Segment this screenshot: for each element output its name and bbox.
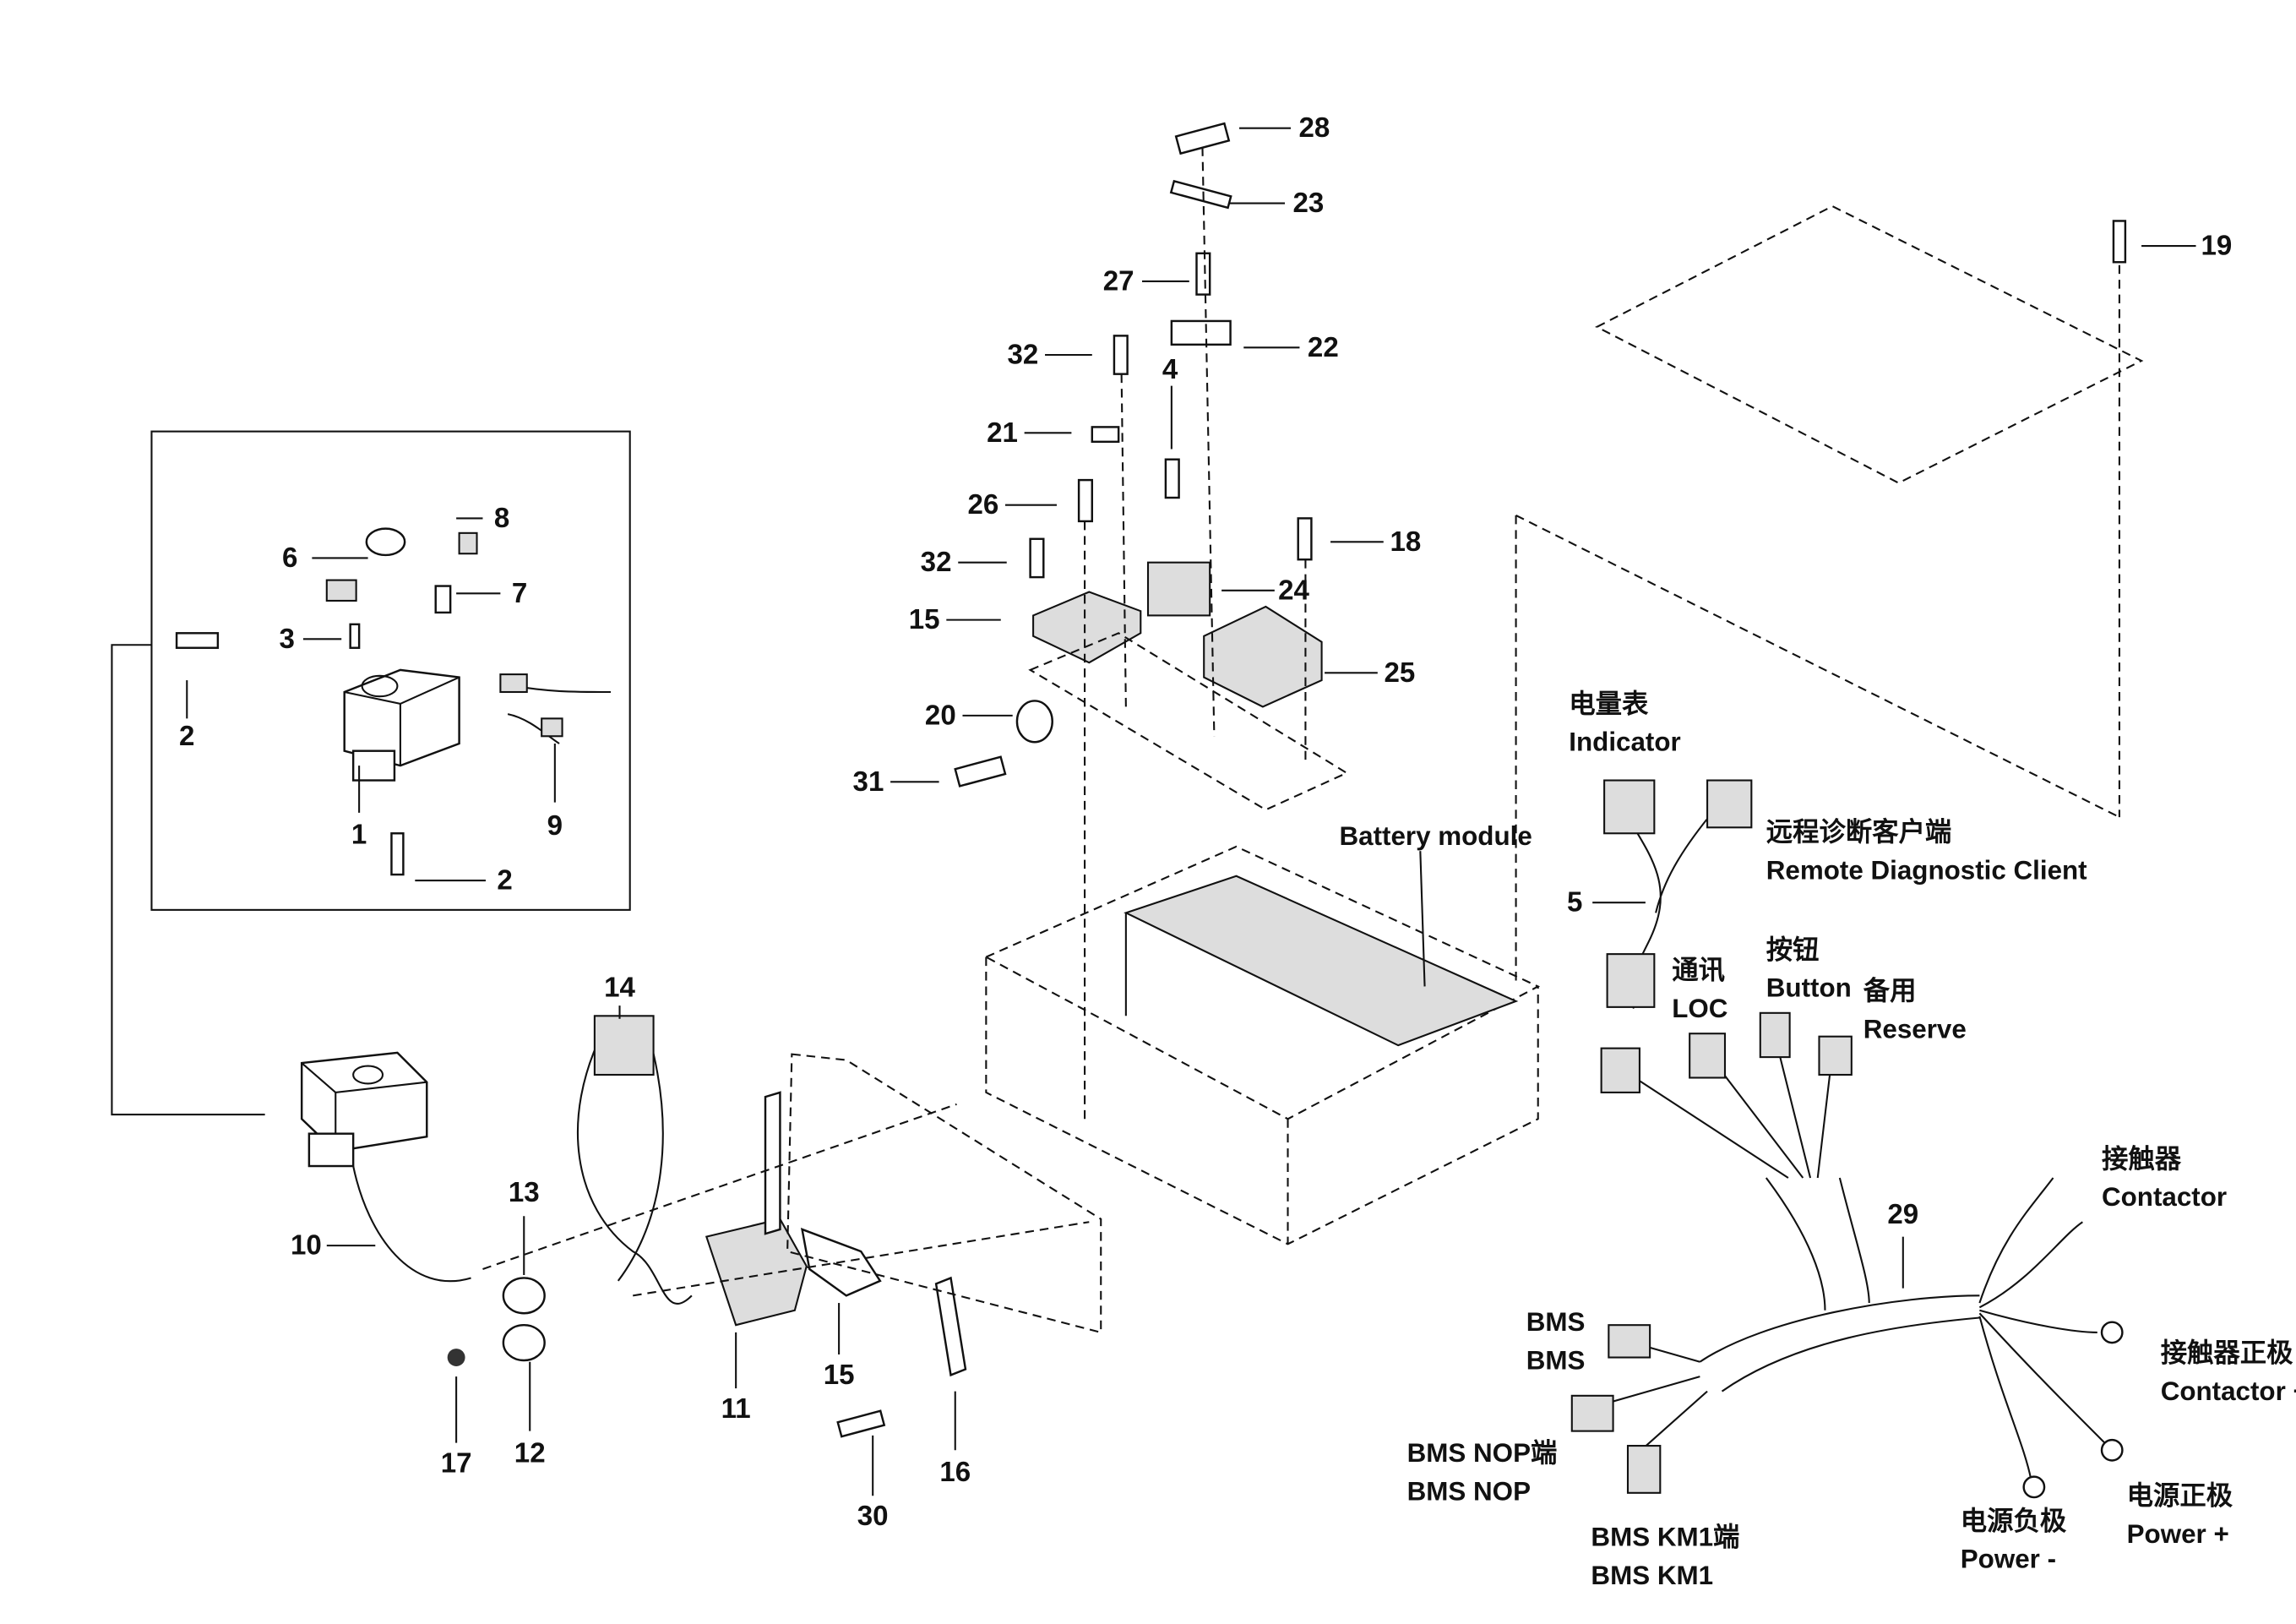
- connector-11: [705, 1218, 808, 1327]
- part-7: [434, 585, 452, 614]
- harness-label-en: Power -: [1961, 1545, 2056, 1574]
- indicator-gauge: [365, 527, 406, 557]
- switch-housing: [343, 668, 460, 782]
- nut-17: [447, 1349, 465, 1366]
- callout-27: 27: [1103, 265, 1134, 297]
- callout-17: 17: [441, 1447, 472, 1479]
- battery-module-label: Battery module: [1340, 821, 1532, 851]
- callout-26: 26: [967, 489, 998, 520]
- harness-label-cn: BMS KM1端: [1591, 1523, 1739, 1552]
- callout-18: 18: [1390, 526, 1421, 558]
- harness-label-en: BMS: [1526, 1345, 1586, 1375]
- callout-14: 14: [604, 973, 635, 1004]
- cap-13: [502, 1277, 546, 1315]
- harness-29-trunk: [1765, 1177, 1870, 1311]
- harness-label-en: Contactor: [2102, 1182, 2227, 1212]
- callout-22: 22: [1308, 332, 1339, 363]
- harness-label-en: LOC: [1672, 994, 1727, 1023]
- callout-28: 28: [1298, 112, 1330, 144]
- cap-12: [502, 1323, 546, 1362]
- screw-30: [836, 1409, 886, 1438]
- callout-3: 3: [280, 624, 295, 655]
- inset-connector-line: [111, 644, 265, 1116]
- screw-3: [349, 623, 361, 649]
- harness-label-en: Indicator: [1569, 728, 1680, 757]
- battery-box: [983, 845, 1541, 1245]
- callout-15: 15: [909, 604, 940, 635]
- switch-box-10: [300, 1051, 471, 1283]
- callout-9: 9: [547, 810, 563, 842]
- top-cover: [1595, 204, 2144, 484]
- harness-14: [576, 1030, 693, 1305]
- harness-label-en: Button: [1766, 973, 1852, 1003]
- upper-components: [954, 122, 1349, 1120]
- front-panel: [786, 1053, 1102, 1334]
- screw-2-top: [175, 632, 220, 649]
- callout-4: 4: [1162, 354, 1178, 385]
- handle-16: [934, 1276, 967, 1377]
- harness-label-cn: 接触器正极: [2161, 1338, 2293, 1368]
- connector-14: [593, 1015, 655, 1076]
- callout-32: 32: [1007, 340, 1038, 371]
- callout-24: 24: [1278, 575, 1309, 606]
- harness-label-cn: 电量表: [1569, 689, 1649, 718]
- connector-8: [458, 531, 478, 555]
- harness-label-en: Contactor +: [2161, 1376, 2296, 1406]
- handle-upper: [764, 1091, 781, 1235]
- callout-23: 23: [1293, 188, 1325, 219]
- screw-2-bottom: [390, 832, 405, 876]
- callout-2: 2: [179, 721, 194, 752]
- harness-label-en: BMS KM1: [1591, 1561, 1713, 1590]
- callout-16: 16: [939, 1457, 971, 1488]
- callout-5: 5: [1567, 887, 1582, 918]
- callout-6: 6: [282, 542, 297, 574]
- harness-label-cn: 远程诊断客户端: [1766, 816, 1952, 847]
- screw-19: [2112, 220, 2127, 264]
- harness-label-en: Power +: [2127, 1519, 2229, 1549]
- harness-label-cn: 按钮: [1766, 935, 1820, 964]
- callout-21: 21: [987, 417, 1018, 449]
- harness-label-en: Reserve: [1863, 1014, 1967, 1044]
- callout-31: 31: [853, 766, 884, 798]
- callout-2: 2: [497, 865, 512, 896]
- callout-19: 19: [2201, 231, 2233, 262]
- callout-15: 15: [824, 1360, 855, 1391]
- callout-29: 29: [1887, 1199, 1918, 1230]
- callout-7: 7: [512, 578, 527, 609]
- harness-label-cn: 备用: [1863, 976, 1917, 1005]
- callout-10: 10: [291, 1230, 322, 1262]
- callout-13: 13: [509, 1177, 540, 1208]
- callout-30: 30: [857, 1501, 889, 1532]
- harness-label-cn: BMS NOP端: [1407, 1438, 1558, 1468]
- inset-frame: [150, 430, 631, 911]
- harness-label-cn: BMS: [1526, 1307, 1586, 1337]
- harness-29-main: [1699, 1294, 1980, 1392]
- callout-32: 32: [921, 547, 952, 578]
- harness-label-cn: 电源负极: [1961, 1506, 2067, 1535]
- harness-label-cn: 接触器: [2102, 1144, 2182, 1174]
- harness-label-cn: 通讯: [1672, 956, 1725, 985]
- callout-11: 11: [721, 1393, 751, 1425]
- callout-1: 1: [351, 820, 367, 851]
- connector-6: [325, 579, 357, 602]
- harness-label-en: BMS NOP: [1407, 1477, 1531, 1507]
- callout-25: 25: [1385, 657, 1416, 689]
- harness-label-cn: 电源正极: [2127, 1481, 2233, 1511]
- callout-8: 8: [494, 503, 509, 534]
- callout-20: 20: [925, 700, 956, 731]
- harness-label-en: Remote Diagnostic Client: [1766, 855, 2087, 885]
- callout-12: 12: [514, 1437, 546, 1469]
